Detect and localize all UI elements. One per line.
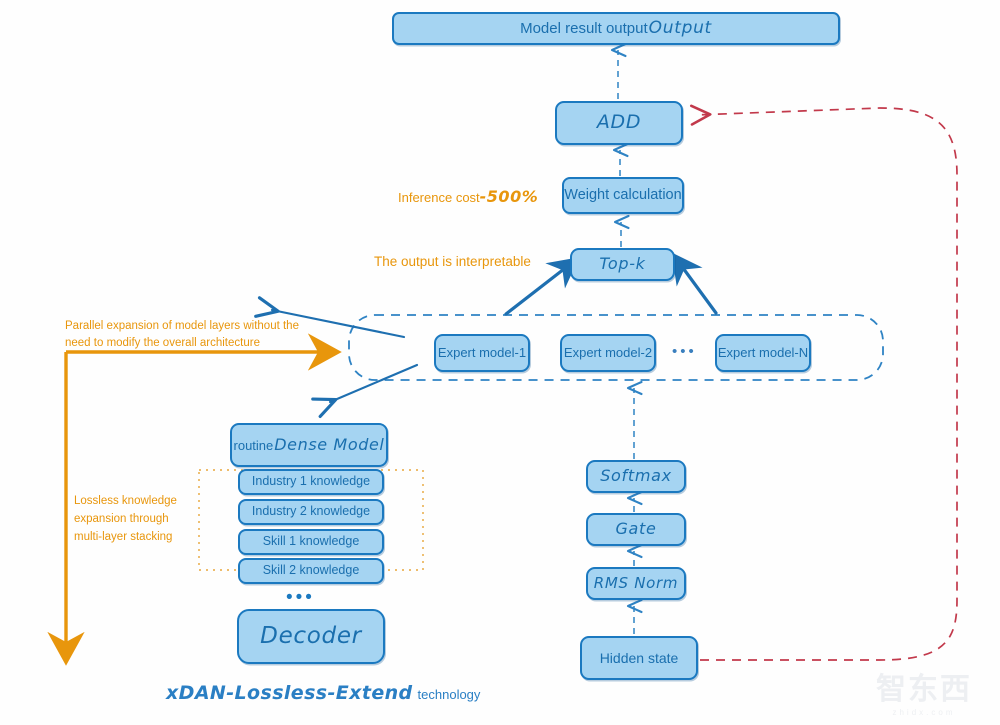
edge-expert1-to-topk: [504, 257, 580, 316]
annotation-inference-cost-value: -500%: [479, 187, 539, 206]
node-expert-model-2[interactable]: Expert model-2: [560, 334, 656, 372]
annotation-interpretable: The output is interpretable: [374, 254, 531, 269]
node-topk[interactable]: Top-k: [570, 248, 675, 281]
expert-ellipsis-icon: •••: [672, 343, 697, 360]
node-dense-prefix: routine: [233, 437, 274, 453]
diagram-title-suffix: technology: [417, 687, 481, 702]
annotation-lossless-expansion: Lossless knowledge expansion through mul…: [74, 495, 177, 543]
node-expert-model-n[interactable]: Expert model-N: [715, 334, 811, 372]
node-dense-emphasis: Dense Model: [274, 434, 385, 454]
node-rms-norm[interactable]: RMS Norm: [586, 567, 686, 600]
node-decoder[interactable]: Decoder: [237, 609, 385, 664]
annotation-parallel-expansion: Parallel expansion of model layers witho…: [65, 320, 299, 349]
annotation-inference-cost: Inference cost-500%: [398, 186, 538, 208]
watermark-mark: 智东西: [876, 672, 972, 706]
node-knowledge-skill-1[interactable]: Skill 1 knowledge: [238, 529, 384, 555]
node-knowledge-industry-1[interactable]: Industry 1 knowledge: [238, 469, 384, 495]
node-output-emphasis: Output: [648, 17, 712, 38]
node-gate[interactable]: Gate: [586, 513, 686, 546]
node-weight-calculation[interactable]: Weight calculation: [562, 177, 684, 214]
node-knowledge-skill-2[interactable]: Skill 2 knowledge: [238, 558, 384, 584]
node-hidden-state[interactable]: Hidden state: [580, 636, 698, 680]
watermark-sub: zhidx.com: [892, 707, 956, 717]
node-output[interactable]: Model result outputOutput: [392, 12, 840, 45]
edge-expertn-to-topk: [671, 252, 718, 315]
edge-expansion-pointer-lower: [311, 363, 419, 419]
node-knowledge-industry-2[interactable]: Industry 2 knowledge: [238, 499, 384, 525]
node-add[interactable]: ADD: [555, 101, 683, 145]
node-output-prefix: Model result output: [520, 19, 648, 37]
annotation-inference-cost-text: Inference cost: [398, 190, 480, 205]
feedback-loop-hidden-to-add: [689, 104, 958, 661]
stack-ellipsis-icon: •••: [286, 587, 315, 608]
diagram-title: xDAN-Lossless-Extend technology: [166, 682, 480, 704]
diagram-title-main: xDAN-Lossless-Extend: [166, 682, 413, 704]
node-expert-model-1[interactable]: Expert model-1: [434, 334, 530, 372]
node-softmax[interactable]: Softmax: [586, 460, 686, 493]
watermark: 智东西 zhidx.com: [856, 664, 992, 717]
